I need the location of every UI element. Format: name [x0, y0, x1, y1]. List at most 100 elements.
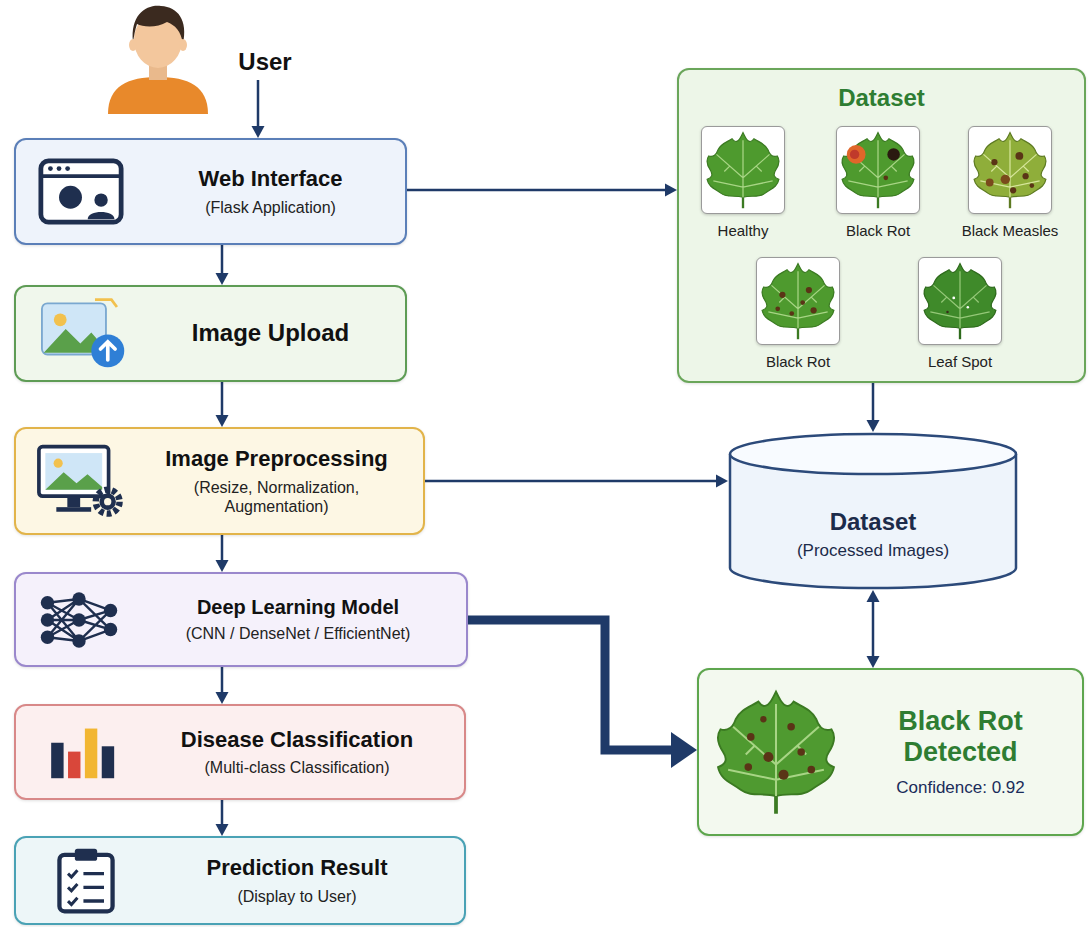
text-area: Disease Classification(Multi-class Class… [138, 706, 456, 798]
arrow-head [216, 273, 229, 285]
browser-icon [38, 158, 124, 225]
user-hair [133, 6, 185, 44]
icon-part [800, 300, 805, 305]
icon-part [75, 849, 97, 861]
arrow-head [867, 590, 880, 602]
arrow-head [216, 560, 229, 572]
node-title: Dataset [838, 84, 925, 113]
process-box: Web Interface(Flask Application) [14, 138, 407, 245]
icon-part [760, 716, 766, 722]
icon-part [728, 704, 824, 796]
icon-part [946, 311, 948, 313]
result-box: Black Rot DetectedConfidence: 0.92 [697, 668, 1084, 836]
flow-arrow [407, 184, 677, 197]
icon-part [94, 193, 107, 206]
text-area: Web Interface(Flask Application) [144, 140, 397, 243]
icon-part [1015, 152, 1023, 160]
icon-part [842, 133, 914, 198]
node-subtitle: (Processed Images) [797, 541, 949, 561]
dataset-panel: DatasetHealthyBlack RotBlack MeaslesBlac… [677, 68, 1086, 383]
text-area: User [225, 44, 305, 80]
icon-part [41, 174, 121, 178]
icon-part [1001, 175, 1010, 184]
process-box: Prediction Result(Display to User) [14, 836, 466, 925]
node-subtitle: (Resize, Normalization, Augmentation) [159, 478, 394, 516]
network-icon [36, 591, 122, 649]
icon-part [1010, 187, 1016, 193]
node-title: Black Rot [766, 353, 830, 371]
icon-part [59, 186, 82, 209]
icon-part [774, 796, 778, 814]
thumbnail: Black Rot [818, 126, 938, 244]
user-shirt [108, 77, 208, 114]
icon-part [775, 306, 780, 311]
icon-part [810, 307, 816, 313]
icon-part [745, 763, 753, 771]
leaf-picture [839, 130, 917, 210]
thumbnail-frame [968, 126, 1052, 214]
icon-part [877, 197, 879, 208]
connector-line [407, 189, 666, 192]
icon-part [41, 592, 117, 647]
node-icon [44, 725, 124, 780]
icon-part [959, 328, 961, 339]
icon-part [887, 148, 899, 160]
icon-part [57, 166, 62, 171]
icon-part [768, 271, 827, 328]
icon-part [41, 631, 54, 644]
icon-part [72, 613, 85, 626]
icon-part [986, 179, 994, 187]
node-title: Image Upload [192, 319, 349, 348]
user-ear [129, 39, 137, 51]
node-title: Deep Learning Model [197, 595, 399, 619]
node-subtitle: (Flask Application) [205, 198, 336, 217]
node-title: Black Rot Detected [868, 706, 1053, 768]
arrow-head [216, 415, 229, 427]
icon-part [68, 870, 77, 904]
text-area: Black Rot [818, 222, 938, 244]
user-ear [179, 39, 187, 51]
leaf-picture [704, 130, 782, 210]
process-box: Deep Learning Model (CNN / DenseNet / Eff… [14, 572, 468, 667]
flow-arrow [216, 800, 229, 836]
icon-part [102, 746, 114, 778]
text-area: Image Upload [144, 287, 397, 380]
icon-part [847, 145, 866, 164]
connector-line [872, 601, 875, 657]
icon-part [39, 447, 109, 497]
text-area: Prediction Result(Display to User) [138, 838, 456, 923]
connector-line [221, 535, 224, 561]
thumbnail: Black Measles [950, 126, 1070, 244]
leaf-picture [971, 130, 1049, 210]
text-area: Healthy [683, 222, 803, 244]
node-subtitle: (CNN / DenseNet / EfficientNet) [186, 624, 411, 643]
connector-line [425, 480, 717, 483]
icon-part [718, 692, 834, 797]
icon-part [100, 342, 115, 360]
node-title: Black Measles [962, 222, 1059, 240]
icon-part [1009, 197, 1011, 208]
thick-flow-arrow [468, 620, 697, 768]
icon-part [65, 166, 70, 171]
node-title: User [238, 48, 291, 77]
icon-part [88, 212, 115, 219]
flow-arrow [425, 475, 728, 488]
arrow-head [216, 692, 229, 704]
icon-part [883, 175, 888, 180]
clipboard-icon [56, 846, 116, 915]
icon-part [707, 133, 779, 198]
thumbnail: Leaf Spot [900, 257, 1020, 375]
node-subtitle: Confidence: 0.92 [896, 778, 1025, 798]
icon-part [45, 472, 102, 489]
node-title: Dataset [830, 508, 917, 537]
icon-part [742, 197, 744, 208]
text-area: Black Measles [950, 222, 1070, 244]
icon-part [91, 334, 124, 367]
thumbnail-frame [756, 257, 840, 345]
icon-part [730, 434, 1016, 474]
icon-part [991, 159, 997, 165]
icon-part [850, 150, 859, 159]
leaf-picture [759, 261, 837, 341]
process-box: Image Preprocessing(Resize, Normalizatio… [14, 427, 425, 535]
